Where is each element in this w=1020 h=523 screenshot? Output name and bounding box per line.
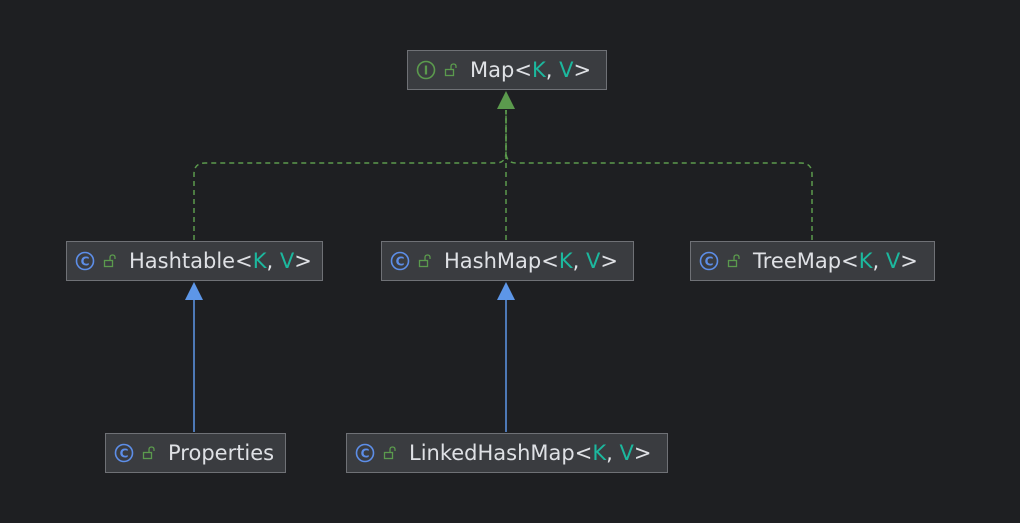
extends-arrowhead-hashmap bbox=[497, 282, 515, 300]
implements-arrowhead bbox=[497, 91, 515, 109]
class-icon-letter: C bbox=[705, 255, 714, 269]
node-label: TreeMap<K, V> bbox=[753, 249, 918, 273]
extends-arrowhead-hashtable bbox=[185, 282, 203, 300]
node-label: Map<K, V> bbox=[470, 58, 591, 82]
generic-close: > bbox=[633, 441, 652, 465]
class-name: Hashtable bbox=[129, 249, 236, 273]
class-name: Properties bbox=[168, 441, 275, 465]
class-icon: C bbox=[114, 443, 134, 463]
class-icon-letter: C bbox=[396, 255, 405, 269]
type-param-v: V bbox=[559, 58, 574, 82]
type-param-k: K bbox=[592, 441, 607, 465]
class-icon: C bbox=[699, 251, 719, 271]
generic-open: < bbox=[541, 249, 559, 273]
class-name: LinkedHashMap bbox=[409, 441, 575, 465]
generic-close: > bbox=[900, 249, 918, 273]
class-icon-letter: C bbox=[120, 447, 129, 461]
class-name: TreeMap bbox=[753, 249, 842, 273]
node-treemap[interactable]: C TreeMap<K, V> bbox=[690, 241, 935, 281]
generic-close: > bbox=[600, 249, 618, 273]
generic-close: > bbox=[573, 58, 592, 82]
class-name: HashMap bbox=[444, 249, 542, 273]
node-properties[interactable]: C Properties bbox=[105, 433, 286, 473]
edge-treemap-implements-map bbox=[505, 110, 813, 240]
generic-open: < bbox=[841, 249, 859, 273]
interface-icon: I bbox=[416, 60, 436, 80]
generic-close: > bbox=[294, 249, 312, 273]
edge-hashtable-implements-map bbox=[193, 110, 507, 240]
generic-comma: , bbox=[266, 249, 280, 273]
lock-open-icon bbox=[444, 63, 458, 77]
type-param-v: V bbox=[619, 441, 634, 465]
type-param-v: V bbox=[885, 249, 901, 273]
class-icon-letter: C bbox=[361, 447, 370, 461]
type-param-v: V bbox=[279, 249, 295, 273]
node-map[interactable]: I Map<K, V> bbox=[407, 50, 607, 90]
lock-open-icon bbox=[383, 446, 397, 460]
node-hashmap[interactable]: C HashMap<K, V> bbox=[381, 241, 634, 281]
node-label: Properties bbox=[168, 441, 274, 465]
generic-open: < bbox=[514, 58, 532, 82]
generic-comma: , bbox=[572, 249, 586, 273]
class-icon: C bbox=[75, 251, 95, 271]
node-linkedhashmap[interactable]: C LinkedHashMap<K, V> bbox=[346, 433, 668, 473]
class-name: Map bbox=[470, 58, 515, 82]
class-icon: C bbox=[355, 443, 375, 463]
class-icon-letter: C bbox=[81, 255, 90, 269]
lock-open-icon bbox=[142, 446, 156, 460]
type-param-v: V bbox=[585, 249, 601, 273]
node-hashtable[interactable]: C Hashtable<K, V> bbox=[66, 241, 323, 281]
lock-open-icon bbox=[418, 254, 432, 268]
lock-open-icon bbox=[103, 254, 117, 268]
node-label: Hashtable<K, V> bbox=[129, 249, 312, 273]
generic-comma: , bbox=[872, 249, 886, 273]
generic-open: < bbox=[574, 441, 593, 465]
class-icon: C bbox=[390, 251, 410, 271]
lock-open-icon bbox=[727, 254, 741, 268]
node-label: HashMap<K, V> bbox=[444, 249, 618, 273]
type-param-k: K bbox=[531, 58, 546, 82]
interface-icon-letter: I bbox=[424, 64, 428, 78]
generic-comma: , bbox=[606, 441, 620, 465]
node-label: LinkedHashMap<K, V> bbox=[409, 441, 651, 465]
generic-open: < bbox=[235, 249, 253, 273]
type-param-k: K bbox=[858, 249, 873, 273]
type-param-k: K bbox=[558, 249, 573, 273]
type-param-k: K bbox=[252, 249, 267, 273]
generic-comma: , bbox=[545, 58, 560, 82]
